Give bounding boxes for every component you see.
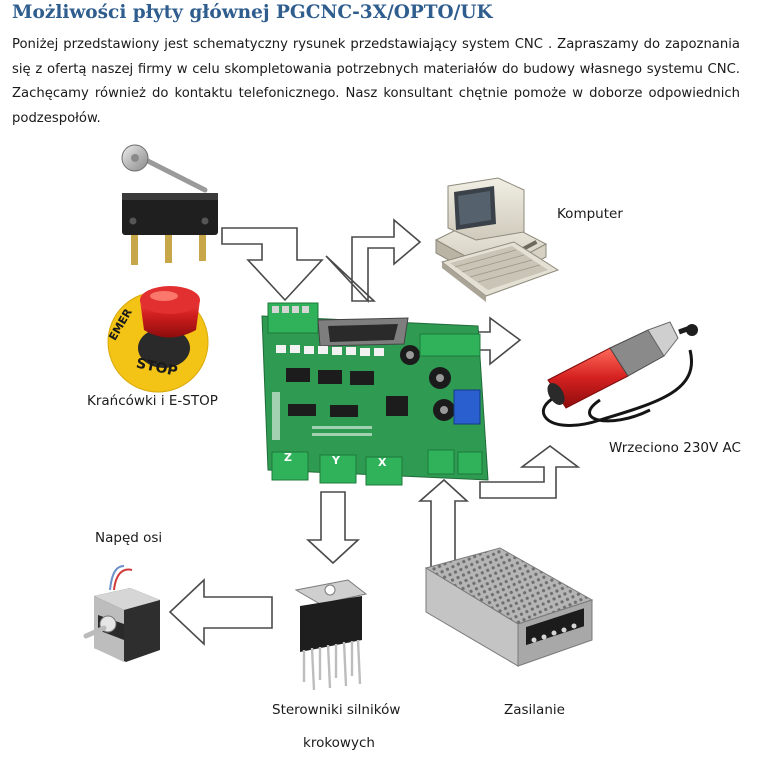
limit-switch-icon — [121, 144, 218, 265]
spindle-motor-icon — [542, 321, 698, 427]
arrow-board-to-drivers — [305, 491, 361, 565]
stepper-motor-icon — [83, 565, 160, 662]
axis-connector-x: X — [365, 456, 403, 486]
axis-connector-z: Z — [271, 451, 309, 481]
axis-connector-y: Y — [319, 454, 357, 484]
label-komputer: Komputer — [557, 206, 623, 222]
page-title: Możliwości płyty głównej PGCNC-3X/OPTO/U… — [12, 2, 493, 23]
arrow-switch-to-board — [221, 227, 324, 302]
label-wrzeciono: Wrzeciono 230V AC — [609, 440, 741, 456]
arrow-board-to-spindle — [477, 316, 522, 366]
optocoupler-row — [276, 345, 384, 356]
emergency-stop-button-icon: EMER STOP — [106, 286, 209, 393]
label-naped: Napęd osi — [95, 530, 163, 546]
label-zasilanie: Zasilanie — [504, 702, 565, 718]
power-supply-icon — [424, 547, 594, 667]
arrow-supply-to-board — [417, 478, 470, 573]
axis-label-z: Z — [284, 451, 292, 464]
cnc-controller-board-icon: Z Y X — [261, 302, 489, 486]
axis-label-y: Y — [331, 454, 341, 467]
label-krancowki: Krańcówki i E-STOP — [87, 393, 218, 409]
label-sterowniki-line1: Sterowniki silników — [272, 702, 401, 718]
axis-label-x: X — [378, 456, 387, 469]
arrow-board-to-computer — [325, 218, 422, 304]
intro-paragraph: Poniżej przedstawiony jest schematyczny … — [12, 37, 740, 126]
label-sterowniki-line2: krokowych — [303, 735, 375, 751]
arrow-supply-to-spindle — [479, 445, 581, 499]
computer-icon — [434, 177, 560, 302]
arrow-drivers-to-motor — [168, 578, 273, 646]
stepper-driver-chip-icon — [294, 579, 368, 691]
